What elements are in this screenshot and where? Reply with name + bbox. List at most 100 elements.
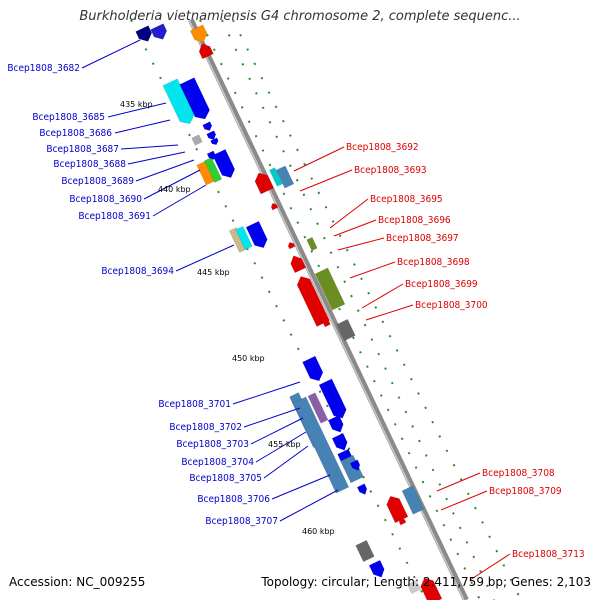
gene-label-3688[interactable]: Bcep1808_3688: [53, 159, 126, 170]
gene-block[interactable]: [206, 130, 218, 142]
gene-block[interactable]: [418, 575, 443, 600]
leader-line: [263, 445, 309, 479]
gene-block[interactable]: [235, 226, 253, 250]
gene-label-3709[interactable]: Bcep1808_3709: [489, 486, 562, 497]
leader-line: [365, 304, 414, 321]
gene-label-3708[interactable]: Bcep1808_3708: [482, 468, 555, 479]
gene-label-3689[interactable]: Bcep1808_3689: [61, 176, 134, 187]
leader-line: [114, 119, 171, 134]
leader-line: [107, 102, 167, 118]
leader-line: [143, 169, 201, 200]
gene-label-3692[interactable]: Bcep1808_3692: [346, 142, 419, 153]
gene-label-3687[interactable]: Bcep1808_3687: [46, 144, 119, 155]
scale-label: 460 kbp: [302, 527, 335, 536]
gene-block[interactable]: [252, 170, 274, 195]
gene-block[interactable]: [179, 77, 212, 123]
leader-line: [135, 159, 195, 182]
gene-features: [135, 23, 443, 600]
scale-label: 455 kbp: [268, 440, 301, 449]
gene-label-3682[interactable]: Bcep1808_3682: [7, 63, 80, 74]
gene-label-3697[interactable]: Bcep1808_3697: [386, 233, 459, 244]
gene-block[interactable]: [295, 274, 330, 327]
gene-block[interactable]: [336, 318, 356, 342]
gene-label-3699[interactable]: Bcep1808_3699: [405, 279, 478, 290]
gene-block[interactable]: [269, 167, 283, 187]
gene-block[interactable]: [189, 24, 210, 45]
scale-labels: 435 kbp 440 kbp 445 kbp 450 kbp 455 kbp …: [120, 100, 335, 536]
leader-line: [440, 490, 488, 511]
forward-gene-labels: Bcep1808_3682 Bcep1808_3685 Bcep1808_368…: [7, 63, 278, 527]
gene-label-3695[interactable]: Bcep1808_3695: [370, 194, 443, 205]
dotted-guides: [130, 19, 522, 600]
leader-line: [120, 144, 179, 150]
leader-line: [333, 219, 377, 237]
leader-lines: [81, 39, 511, 581]
leader-line: [436, 472, 481, 492]
scale-label: 450 kbp: [232, 354, 265, 363]
gene-label-3686[interactable]: Bcep1808_3686: [39, 128, 112, 139]
gene-label-3701[interactable]: Bcep1808_3701: [158, 399, 231, 410]
gene-label-3705[interactable]: Bcep1808_3705: [189, 473, 262, 484]
gene-block[interactable]: [356, 483, 369, 496]
gene-label-3693[interactable]: Bcep1808_3693: [354, 165, 427, 176]
gene-block[interactable]: [245, 220, 270, 250]
gene-block[interactable]: [206, 150, 217, 161]
gene-label-3685[interactable]: Bcep1808_3685: [32, 112, 105, 123]
gene-block[interactable]: [340, 454, 364, 484]
gene-label-3703[interactable]: Bcep1808_3703: [176, 439, 249, 450]
gene-label-3702[interactable]: Bcep1808_3702: [169, 422, 242, 433]
leader-line: [361, 283, 404, 309]
gene-block[interactable]: [302, 355, 326, 384]
gene-block[interactable]: [349, 459, 362, 472]
gene-block[interactable]: [307, 392, 329, 424]
gene-block[interactable]: [331, 432, 350, 453]
gene-label-3713[interactable]: Bcep1808_3713: [512, 549, 585, 560]
gene-label-3698[interactable]: Bcep1808_3698: [397, 257, 470, 268]
leader-line: [469, 553, 511, 581]
leader-line: [152, 184, 207, 217]
gene-label-3694[interactable]: Bcep1808_3694: [101, 266, 174, 277]
gene-label-3690[interactable]: Bcep1808_3690: [69, 194, 142, 205]
leader-line: [81, 39, 141, 69]
leader-line: [293, 146, 345, 172]
gene-block[interactable]: [368, 559, 387, 580]
leader-line: [349, 261, 396, 279]
gene-block[interactable]: [203, 157, 223, 183]
gene-label-3691[interactable]: Bcep1808_3691: [78, 211, 151, 222]
gene-label-3707[interactable]: Bcep1808_3707: [205, 516, 278, 527]
gene-block[interactable]: [288, 253, 307, 274]
leader-line: [255, 431, 307, 463]
gene-block[interactable]: [384, 493, 409, 524]
gene-block[interactable]: [322, 317, 331, 328]
gene-block[interactable]: [314, 267, 346, 311]
gene-block[interactable]: [327, 414, 346, 435]
gene-block[interactable]: [275, 165, 295, 189]
leader-line: [279, 489, 339, 522]
gene-block[interactable]: [407, 580, 421, 594]
leader-line: [243, 407, 301, 428]
gene-block[interactable]: [191, 134, 203, 146]
gene-block[interactable]: [197, 41, 214, 60]
gene-block[interactable]: [398, 517, 407, 526]
leader-line: [329, 198, 369, 229]
gene-block[interactable]: [306, 236, 318, 252]
gene-block[interactable]: [202, 121, 214, 133]
gene-block[interactable]: [292, 396, 350, 494]
gene-block[interactable]: [287, 241, 296, 250]
gene-label-3696[interactable]: Bcep1808_3696: [378, 215, 451, 226]
leader-line: [299, 169, 353, 192]
gene-block[interactable]: [401, 485, 425, 515]
gene-block[interactable]: [270, 202, 279, 211]
gene-label-3704[interactable]: Bcep1808_3704: [181, 457, 254, 468]
scale-label: 440 kbp: [158, 185, 191, 194]
gene-label-3706[interactable]: Bcep1808_3706: [197, 494, 270, 505]
gene-block[interactable]: [210, 137, 220, 146]
gene-label-3700[interactable]: Bcep1808_3700: [415, 300, 488, 311]
accession-text: Accession: NC_009255: [9, 575, 146, 589]
leader-line: [250, 417, 304, 445]
gene-block[interactable]: [355, 539, 375, 563]
gene-block[interactable]: [135, 25, 155, 45]
leader-line: [271, 474, 331, 500]
gene-block[interactable]: [150, 23, 170, 43]
